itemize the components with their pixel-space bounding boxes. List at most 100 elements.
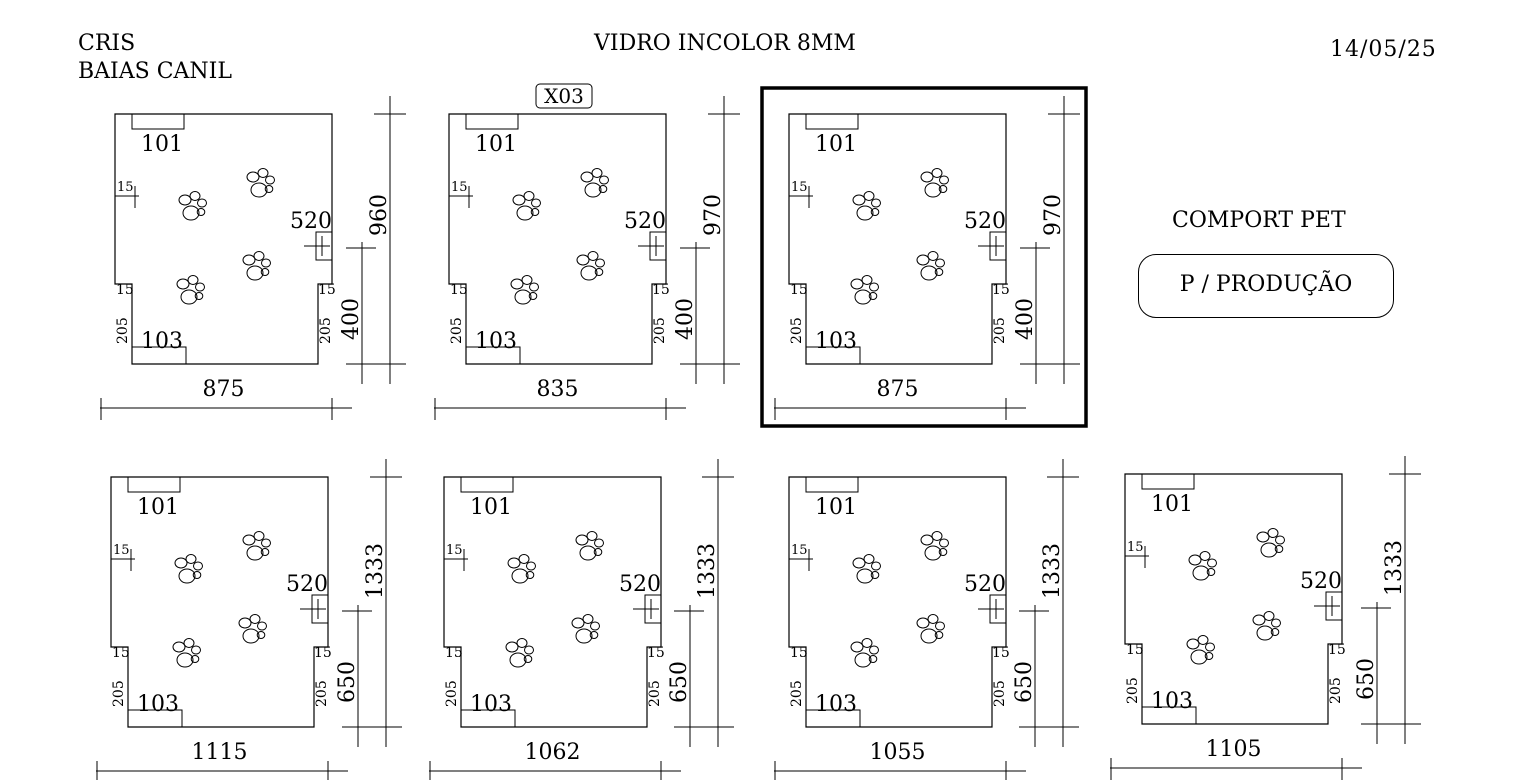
paw-pad [916, 254, 930, 266]
paw-print-icon [242, 251, 271, 281]
paw-pad [505, 641, 519, 653]
bottom-hinge-cutout [460, 709, 516, 728]
paw-pad [531, 198, 541, 208]
offset-left-label: 15 [116, 282, 134, 298]
panel-tag-box [535, 83, 593, 109]
paw-pad [595, 258, 605, 268]
paw-pad [172, 641, 186, 653]
paw-pad [176, 652, 194, 668]
paw-print-icon [238, 614, 267, 644]
paw-pad [1199, 551, 1211, 561]
paw-print-icon [1186, 635, 1215, 665]
door-height-label: 400 [673, 298, 698, 340]
edge-right-label: 205 [1328, 677, 1344, 704]
edge-right-label: 205 [992, 680, 1008, 707]
paw-pad [510, 278, 524, 290]
paw-pad [261, 258, 271, 268]
paw-pad [197, 198, 207, 208]
offset-left-label: 15 [112, 645, 130, 661]
paw-pad [1204, 652, 1214, 660]
offset-right-label: 15 [992, 282, 1010, 298]
edge-left-label: 205 [1125, 677, 1141, 704]
paw-pad [261, 538, 271, 548]
paw-pad [525, 571, 535, 579]
edge-left-label: 205 [111, 680, 127, 707]
paw-print-icon [1256, 528, 1285, 558]
paw-pad [935, 621, 945, 631]
paw-pad [176, 278, 190, 290]
top-hinge-cutout [805, 476, 859, 493]
panel-outline [1124, 473, 1343, 725]
paw-pad [1205, 642, 1215, 652]
paw-pad [927, 251, 939, 261]
paw-pad [869, 645, 879, 655]
panel-outline [443, 476, 662, 728]
paw-pad [931, 531, 943, 541]
paw-pad [180, 289, 198, 305]
paw-pad [183, 638, 195, 648]
top-hinge-cutout [465, 113, 519, 130]
paw-pad [1260, 542, 1278, 558]
paw-pad [582, 614, 594, 624]
paw-pad [253, 251, 265, 261]
paw-pad [591, 168, 603, 178]
paw-print-icon [916, 614, 945, 644]
height-label: 1333 [1040, 543, 1065, 599]
paw-pad [580, 171, 594, 183]
width-label: 1115 [192, 740, 248, 765]
edge-left-label: 205 [789, 317, 805, 344]
paw-pad [587, 251, 599, 261]
edge-left-label: 205 [444, 680, 460, 707]
paw-pad [586, 531, 598, 541]
top-hinge-cutout [805, 113, 859, 130]
paw-pad [599, 175, 609, 185]
top-hinge-label: 101 [815, 495, 857, 520]
paw-print-icon [850, 638, 879, 668]
top-hinge-label: 101 [1151, 492, 1193, 517]
edge-left-label: 205 [115, 317, 131, 344]
paw-pad [593, 548, 603, 556]
paw-pad [575, 534, 589, 546]
bottom-hinge-label: 103 [815, 692, 857, 717]
paw-pad [575, 628, 593, 644]
bottom-hinge-label: 103 [1151, 689, 1193, 714]
bottom-hinge-cutout [131, 346, 187, 365]
paw-pad [516, 205, 534, 221]
bottom-hinge-cutout [127, 709, 183, 728]
paw-pad [250, 182, 268, 198]
paw-pad [507, 557, 521, 569]
bottom-hinge-cutout [1141, 706, 1197, 725]
height-label: 1333 [363, 543, 388, 599]
paw-pad [852, 557, 866, 569]
offset-left-label: 15 [450, 282, 468, 298]
edge-left-label: 205 [449, 317, 465, 344]
paw-pad [594, 268, 604, 276]
paw-pad [196, 208, 206, 216]
paw-pad [924, 182, 942, 198]
paw-pad [1186, 638, 1200, 650]
paw-pad [590, 621, 600, 631]
paw-pad [256, 631, 266, 639]
paw-pad [265, 175, 275, 185]
paw-pad [511, 568, 529, 584]
top-hinge-label: 101 [141, 132, 183, 157]
paw-pad [185, 554, 197, 564]
top-hinge-cutout [1141, 473, 1195, 490]
offset-top-label: 15 [117, 180, 134, 195]
paw-print-icon [174, 554, 203, 584]
width-label: 1055 [870, 740, 926, 765]
door-height-label: 650 [667, 661, 692, 703]
paw-pad [524, 645, 534, 655]
latch-label: 520 [1300, 569, 1342, 594]
height-label: 970 [701, 194, 726, 236]
paw-pad [854, 289, 872, 305]
client-name: CRIS [78, 31, 136, 56]
paw-pad [178, 194, 192, 206]
paw-pad [939, 175, 949, 185]
paw-pad [529, 282, 539, 292]
paw-pad [195, 282, 205, 292]
